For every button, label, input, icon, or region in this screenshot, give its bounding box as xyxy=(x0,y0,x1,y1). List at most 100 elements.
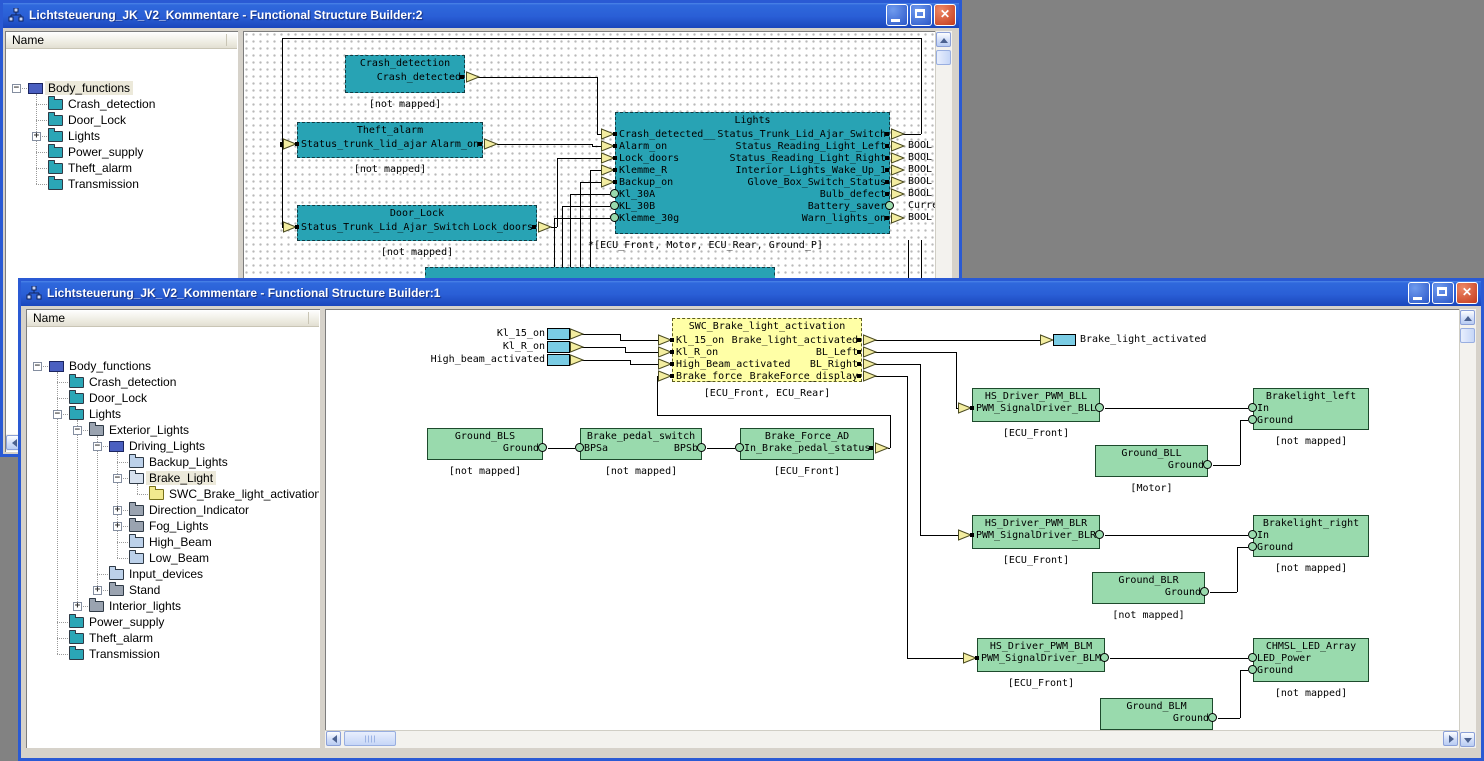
scroll-right-button[interactable] xyxy=(1443,731,1458,746)
tree-item-Crash_detection[interactable]: Crash_detection xyxy=(6,96,237,112)
tree-item-Backup_Lights[interactable]: Backup_Lights xyxy=(27,454,319,470)
port-circle[interactable] xyxy=(1095,530,1104,539)
tree-item-Door_Lock[interactable]: Door_Lock xyxy=(27,390,319,406)
port-Warn_lights_on[interactable]: Warn_lights_on xyxy=(801,213,886,224)
port-Ground[interactable]: Ground xyxy=(1257,415,1294,426)
signal-flag[interactable] xyxy=(547,341,570,353)
port-Brake_light_activated[interactable]: Brake_light_activated xyxy=(731,335,858,346)
port-in-arrow[interactable] xyxy=(963,652,977,664)
port-circle[interactable] xyxy=(610,201,619,210)
tree-item-High_Beam[interactable]: High_Beam xyxy=(27,534,319,550)
diagram-hscrollbar[interactable] xyxy=(325,730,1459,748)
tree-item-Crash_detection[interactable]: Crash_detection xyxy=(27,374,319,390)
scrollbar-thumb[interactable] xyxy=(344,731,396,746)
port-Ground[interactable]: Ground xyxy=(1257,665,1294,676)
tree-item-label[interactable]: Direction_Indicator xyxy=(149,503,250,517)
tree-item-Lights[interactable]: +Lights xyxy=(6,128,237,144)
tree-item-Body_functions[interactable]: −Body_functions xyxy=(27,358,319,374)
port-BPSa[interactable]: BPSa xyxy=(584,443,609,454)
port-circle[interactable] xyxy=(1248,542,1257,551)
signal-flag[interactable] xyxy=(547,354,570,366)
expand-icon[interactable]: + xyxy=(113,505,122,515)
port-Brake_force[interactable]: Brake_force xyxy=(676,371,743,382)
titlebar[interactable]: Lichtsteuerung_JK_V2_Kommentare - Functi… xyxy=(20,280,1482,306)
port-Klemme_30g[interactable]: Klemme_30g xyxy=(619,213,680,224)
tree-item-Body_functions[interactable]: −Body_functions xyxy=(6,80,237,96)
port-Backup_on[interactable]: Backup_on xyxy=(619,177,674,188)
port-in-arrow[interactable] xyxy=(601,176,615,188)
scroll-up-button[interactable] xyxy=(1460,310,1475,325)
tree-item-Fog_Lights[interactable]: +Fog_Lights xyxy=(27,518,319,534)
minimize-button[interactable] xyxy=(1408,282,1430,304)
tree-item-label[interactable]: Theft_alarm xyxy=(68,161,133,175)
minimize-button[interactable] xyxy=(886,4,908,26)
tree-item-Door_Lock[interactable]: Door_Lock xyxy=(6,112,237,128)
signal-flag[interactable] xyxy=(1053,334,1076,346)
port-out-arrow[interactable] xyxy=(891,188,905,200)
port-out-arrow[interactable] xyxy=(891,212,905,224)
port-in-arrow[interactable] xyxy=(658,334,672,346)
port-Ground[interactable]: Ground xyxy=(502,443,539,454)
port-circle[interactable] xyxy=(1248,415,1257,424)
port-Ground[interactable]: Ground xyxy=(1172,713,1209,724)
flag-out-arrow[interactable] xyxy=(570,328,584,340)
tree-item-Input_devices[interactable]: Input_devices xyxy=(27,566,319,582)
maximize-button[interactable] xyxy=(1432,282,1454,304)
scrollbar-thumb[interactable] xyxy=(936,50,951,65)
port-KL_30B[interactable]: KL_30B xyxy=(619,201,656,212)
tree-item-Stand[interactable]: +Stand xyxy=(27,582,319,598)
port-PWM_Signal[interactable]: PWM_Signal xyxy=(976,530,1037,541)
tree-item-SWC_Brake_light_activation[interactable]: SWC_Brake_light_activation xyxy=(27,486,319,502)
port-PWM_Signal[interactable]: PWM_Signal xyxy=(976,403,1037,414)
port-circle[interactable] xyxy=(1248,665,1257,674)
port-BL_Left[interactable]: BL_Left xyxy=(815,347,858,358)
port-Kl_R_on[interactable]: Kl_R_on xyxy=(676,347,719,358)
tree-item-label[interactable]: Brake_Light xyxy=(146,471,217,485)
tree-column-header[interactable]: Name xyxy=(6,32,237,49)
port-Bulb_defect[interactable]: Bulb_defect xyxy=(819,189,886,200)
tree-item-label[interactable]: High_Beam xyxy=(149,535,212,549)
port-Ground[interactable]: Ground xyxy=(1167,460,1204,471)
tree-item-Theft_alarm[interactable]: Theft_alarm xyxy=(27,630,319,646)
flag-in-arrow[interactable] xyxy=(1040,334,1054,346)
port-Status_Trunk_Lid_Ajar_Switch[interactable]: Status_Trunk_Lid_Ajar_Switch xyxy=(301,222,470,233)
expand-icon[interactable]: + xyxy=(113,521,122,531)
tree-item-Low_Beam[interactable]: Low_Beam xyxy=(27,550,319,566)
port-in-arrow[interactable] xyxy=(601,140,615,152)
flag-label-High_beam_activated[interactable]: High_beam_activated xyxy=(430,354,545,365)
port-BL_Right[interactable]: BL_Right xyxy=(809,359,858,370)
port-circle[interactable] xyxy=(1100,653,1109,662)
collapse-icon[interactable]: − xyxy=(12,83,21,93)
tree-item-Power_supply[interactable]: Power_supply xyxy=(6,144,237,160)
port-out-arrow[interactable] xyxy=(863,334,877,346)
port-Alarm_on[interactable]: Alarm_on xyxy=(619,141,668,152)
expand-icon[interactable]: + xyxy=(73,601,82,611)
port-in-arrow[interactable] xyxy=(658,346,672,358)
tree-item-label[interactable]: Input_devices xyxy=(129,567,204,581)
close-button[interactable]: ✕ xyxy=(934,4,956,26)
tree-item-label[interactable]: Power_supply xyxy=(68,145,144,159)
port-out-arrow[interactable] xyxy=(891,176,905,188)
port-out-arrow[interactable] xyxy=(891,152,905,164)
port-out-arrow[interactable] xyxy=(466,71,480,83)
panel-splitter[interactable] xyxy=(238,31,243,452)
port-in-arrow[interactable] xyxy=(958,529,972,541)
port-in-arrow[interactable] xyxy=(601,152,615,164)
tree-item-label[interactable]: Exterior_Lights xyxy=(109,423,190,437)
port-In[interactable]: In xyxy=(1257,403,1270,414)
tree-item-label[interactable]: Door_Lock xyxy=(68,113,127,127)
tree-item-Power_supply[interactable]: Power_supply xyxy=(27,614,319,630)
port-circle[interactable] xyxy=(610,189,619,198)
port-out-arrow[interactable] xyxy=(891,128,905,140)
titlebar[interactable]: Lichtsteuerung_JK_V2_Kommentare - Functi… xyxy=(2,2,960,28)
port-Driver_BLL[interactable]: Driver_BLL xyxy=(1035,403,1096,414)
port-Driver_BLR[interactable]: Driver_BLR xyxy=(1035,530,1096,541)
flag-label-Kl_R_on[interactable]: Kl_R_on xyxy=(502,341,545,352)
tree-item-Direction_Indicator[interactable]: + Direction_Indicator xyxy=(27,502,319,518)
port-Lock_doors[interactable]: Lock_doors xyxy=(619,153,680,164)
